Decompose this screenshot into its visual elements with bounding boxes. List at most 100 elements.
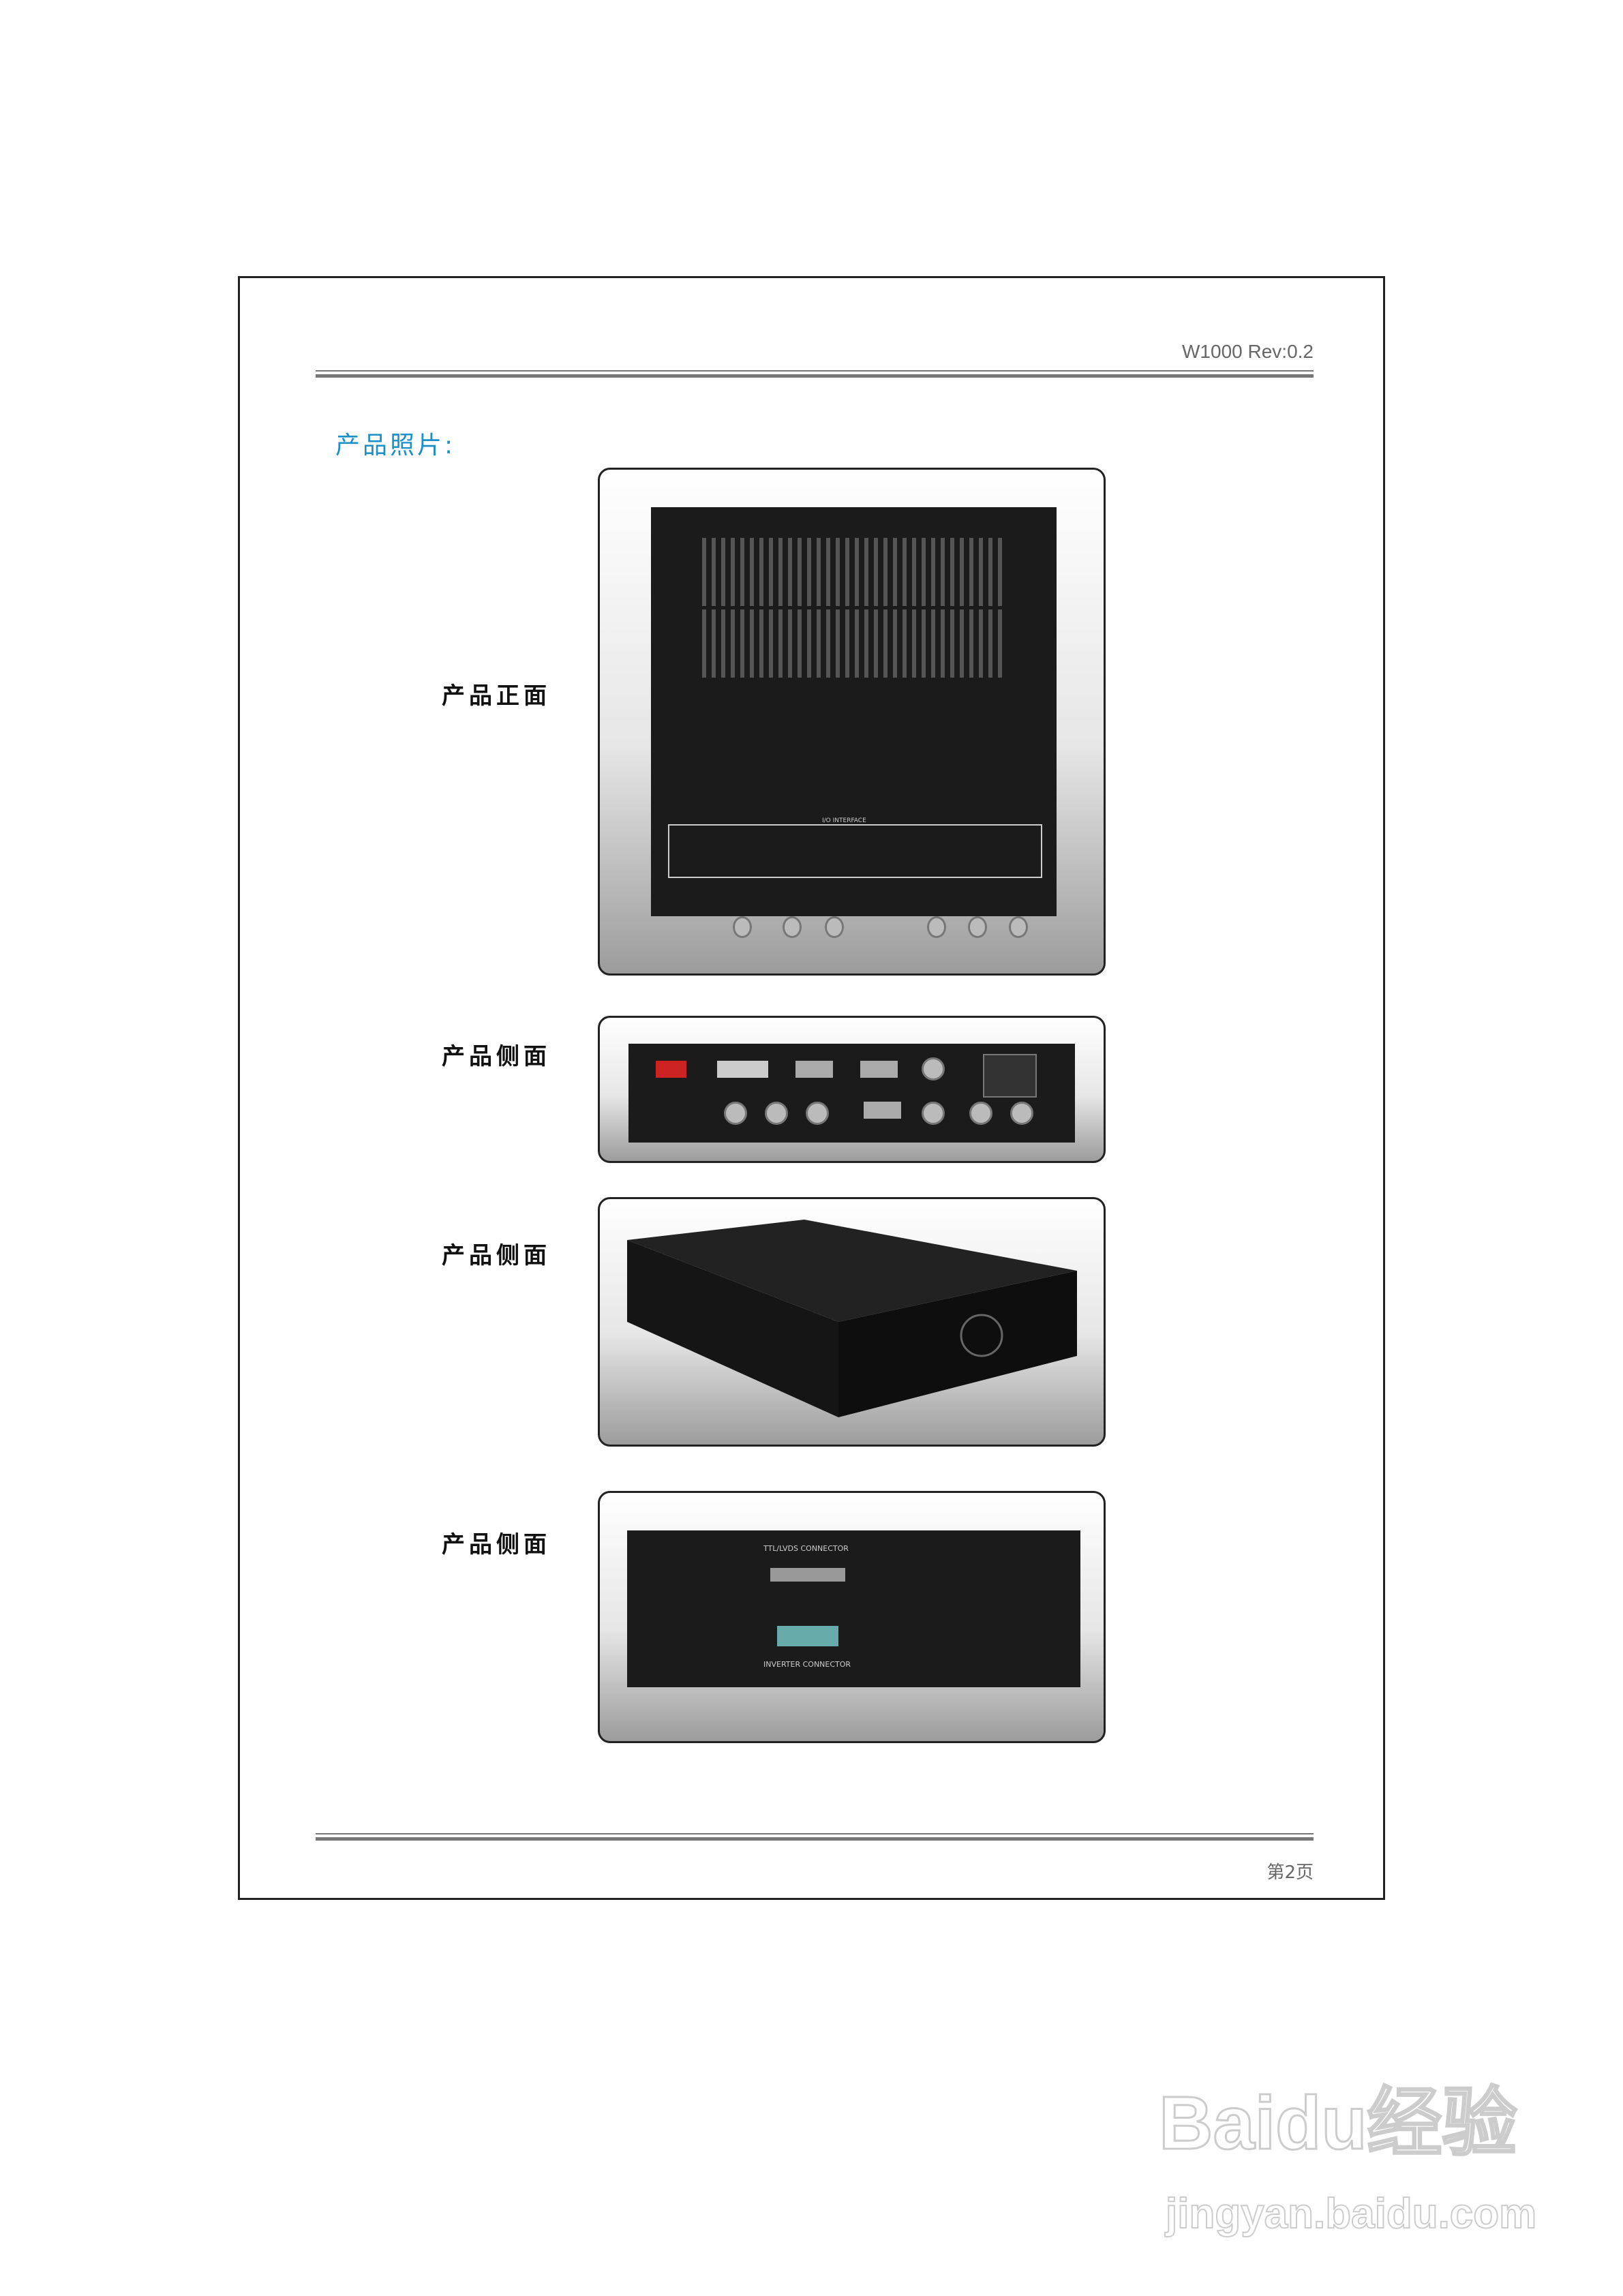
vent-slot <box>826 538 830 606</box>
vent-slot <box>893 609 897 678</box>
inverter-connector <box>777 1626 838 1646</box>
photo-label-side-1: 产品侧面 <box>442 1043 551 1070</box>
page-border <box>238 276 1385 1900</box>
vent-slot <box>931 538 935 606</box>
bnc-port <box>724 1102 747 1125</box>
io-interface-panel: I/O INTERFACE <box>668 817 1042 878</box>
vent-slot <box>740 609 744 678</box>
dip-switch <box>656 1061 686 1078</box>
product-photo-side-1 <box>598 1016 1106 1163</box>
vent-slot <box>817 609 821 678</box>
vent-slot <box>979 538 983 606</box>
vent-slot <box>845 609 849 678</box>
vent-slot <box>826 609 830 678</box>
vent-slot <box>778 538 783 606</box>
vent-slot <box>988 609 992 678</box>
bnc-port <box>969 1102 992 1125</box>
vent-slot <box>874 609 878 678</box>
vent-slot <box>702 538 706 606</box>
photo-label-side-2: 产品侧面 <box>442 1242 551 1269</box>
vent-slot <box>750 609 754 678</box>
device-connector-side: TTL/LVDS CONNECTOR INVERTER CONNECTOR <box>627 1530 1080 1687</box>
vga-port <box>795 1061 833 1078</box>
vent-slot <box>922 609 926 678</box>
vent-grille <box>702 538 1009 678</box>
vent-slot <box>788 538 792 606</box>
watermark-logo: Baidu经验 <box>1158 2081 1519 2166</box>
vent-slot <box>712 609 716 678</box>
bnc-port <box>927 916 946 938</box>
vent-slot <box>883 538 888 606</box>
vent-slot <box>912 538 916 606</box>
vent-slot <box>731 538 735 606</box>
device-top-view: I/O INTERFACE <box>651 507 1057 916</box>
vent-slot <box>788 609 792 678</box>
serial-port <box>864 1102 901 1119</box>
vent-slot <box>855 609 859 678</box>
vent-slot <box>960 609 964 678</box>
lvds-connector <box>770 1568 845 1582</box>
vga-port <box>860 1061 898 1078</box>
vent-slot <box>998 538 1002 606</box>
vent-slot <box>941 609 945 678</box>
vent-slot <box>979 609 983 678</box>
vent-slot <box>950 538 954 606</box>
vent-slot <box>883 609 888 678</box>
vent-slot <box>969 538 973 606</box>
vent-slot <box>836 609 840 678</box>
power-socket <box>983 1054 1037 1098</box>
section-title: 产品照片: <box>335 432 456 459</box>
document-revision: W1000 Rev:0.2 <box>1182 341 1314 362</box>
header-divider-thick <box>316 374 1314 378</box>
inverter-connector-label: INVERTER CONNECTOR <box>763 1660 851 1669</box>
io-interface-label: I/O INTERFACE <box>819 817 869 824</box>
dvi-port <box>717 1061 768 1078</box>
vent-slot <box>902 538 907 606</box>
vent-slot <box>855 538 859 606</box>
vent-slot <box>740 538 744 606</box>
vent-slot <box>988 538 992 606</box>
photo-label-front: 产品正面 <box>442 682 551 710</box>
vent-slot <box>807 538 811 606</box>
bnc-port <box>1010 1102 1033 1125</box>
device-side-panel <box>628 1044 1075 1143</box>
header-divider-thin <box>316 370 1314 372</box>
vent-slot <box>950 609 954 678</box>
page-number: 第2页 <box>1266 1862 1314 1883</box>
photo-label-side-3: 产品侧面 <box>442 1531 551 1558</box>
watermark-url: jingyan.baidu.com <box>1165 2190 1537 2238</box>
vent-slot <box>750 538 754 606</box>
vent-slot <box>874 538 878 606</box>
footer-divider-thick <box>316 1837 1314 1841</box>
footer-divider-thin <box>316 1833 1314 1834</box>
vent-slot <box>721 538 725 606</box>
product-photo-side-3: TTL/LVDS CONNECTOR INVERTER CONNECTOR <box>598 1491 1106 1743</box>
vent-slot <box>845 538 849 606</box>
vent-slot <box>759 609 763 678</box>
bnc-port <box>968 916 987 938</box>
vent-slot <box>778 609 783 678</box>
bnc-port <box>1009 916 1028 938</box>
product-photo-side-2 <box>598 1197 1106 1447</box>
product-photo-front: I/O INTERFACE <box>598 468 1106 976</box>
vent-slot <box>807 609 811 678</box>
vent-slot <box>893 538 897 606</box>
vent-slot <box>702 609 706 678</box>
vent-slot <box>998 609 1002 678</box>
bnc-port <box>922 1057 945 1081</box>
vent-slot <box>721 609 725 678</box>
vent-slot <box>769 609 773 678</box>
device-perspective-view <box>627 1220 1077 1417</box>
vent-slot <box>731 609 735 678</box>
bnc-port <box>825 916 844 938</box>
vent-slot <box>941 538 945 606</box>
bnc-port <box>765 1102 788 1125</box>
vent-slot <box>769 538 773 606</box>
vent-slot <box>817 538 821 606</box>
fan-icon <box>960 1314 1003 1357</box>
bnc-port <box>922 1102 945 1125</box>
vent-slot <box>912 609 916 678</box>
vent-slot <box>931 609 935 678</box>
baidu-watermark: Baidu经验 jingyan.baidu.com <box>1158 2052 1595 2270</box>
vent-slot <box>902 609 907 678</box>
